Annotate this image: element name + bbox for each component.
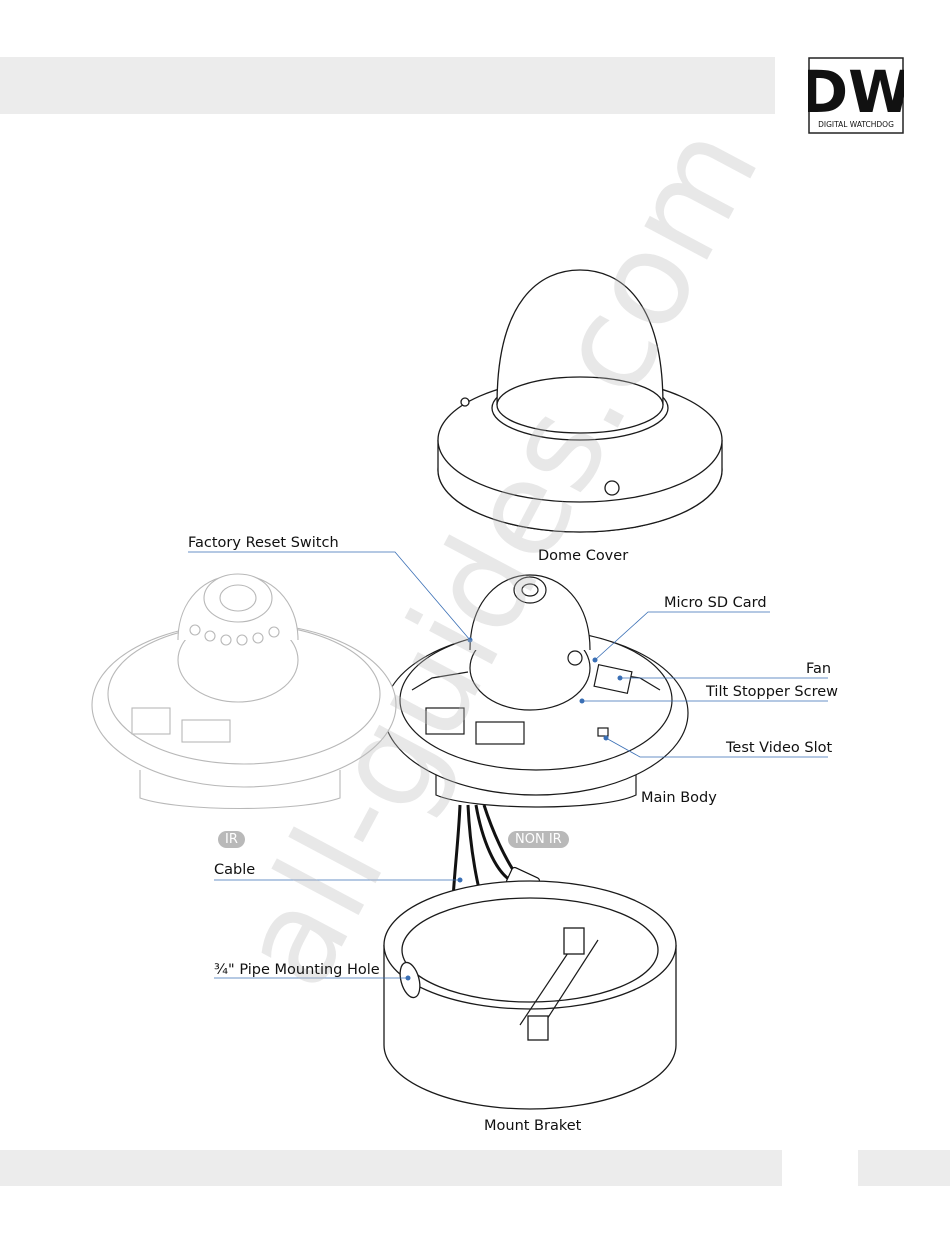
dome-cover-illustration	[438, 270, 722, 532]
label-micro-sd-card: Micro SD Card	[664, 595, 767, 612]
footer-band-right	[858, 1150, 950, 1186]
label-main-body: Main Body	[641, 790, 717, 807]
label-cable: Cable	[214, 862, 255, 879]
footer-band-left	[0, 1150, 782, 1186]
ir-body-illustration	[92, 574, 396, 809]
label-mount-braket: Mount Braket	[484, 1118, 581, 1135]
label-fan: Fan	[806, 661, 831, 678]
mount-bracket-illustration	[384, 881, 676, 1109]
label-dome-cover: Dome Cover	[538, 548, 628, 565]
label-test-video-slot: Test Video Slot	[726, 740, 832, 757]
label-tilt-stopper-screw: Tilt Stopper Screw	[706, 684, 838, 701]
label-factory-reset-switch: Factory Reset Switch	[188, 535, 339, 552]
label-pipe-mounting-hole: ¾" Pipe Mounting Hole	[214, 962, 380, 979]
badge-ir: IR	[218, 831, 245, 848]
main-body-illustration	[384, 575, 688, 807]
badge-non-ir: NON IR	[508, 831, 569, 848]
